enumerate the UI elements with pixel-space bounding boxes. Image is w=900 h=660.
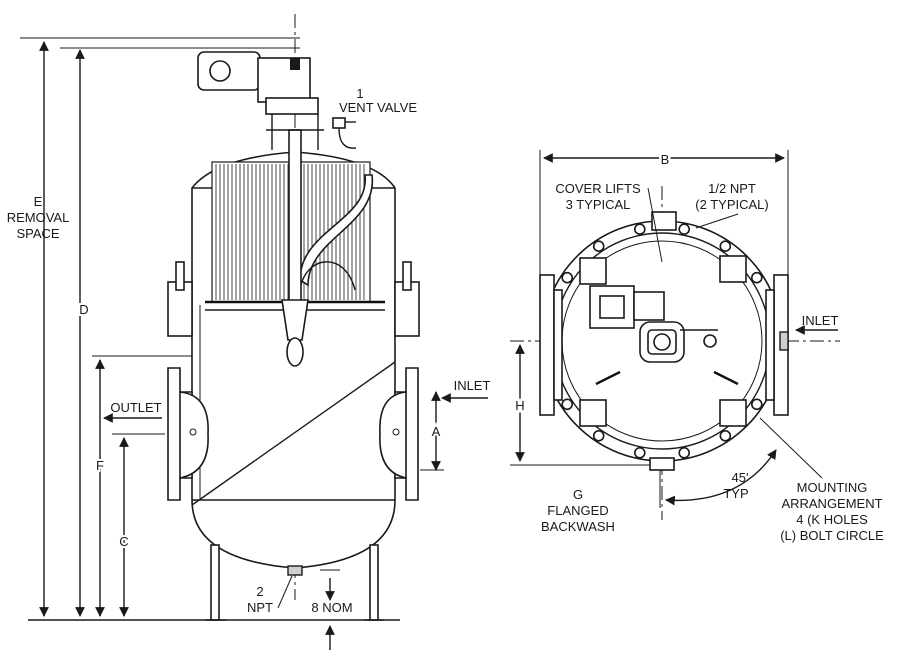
- dim-f-label: F: [96, 458, 104, 473]
- bolt-hole: [750, 271, 763, 284]
- bolt-hole: [678, 223, 691, 235]
- drain-npt-label: NPT: [247, 600, 273, 615]
- dim-e-label: E: [34, 194, 43, 209]
- vent-valve-number: 1: [356, 86, 363, 101]
- npt-label: 1/2 NPT: [708, 181, 756, 196]
- vent-valve: [332, 117, 346, 129]
- support-leg: [369, 544, 379, 621]
- dim-g-label: G: [573, 487, 583, 502]
- backwash-label: BACKWASH: [541, 519, 615, 534]
- bolt-hole: [719, 429, 732, 442]
- dim-a-label: A: [432, 424, 441, 439]
- bolt-hole: [678, 446, 691, 459]
- space-label: SPACE: [16, 226, 59, 241]
- cover-lifts-count: 3 TYPICAL: [566, 197, 631, 212]
- arrangement-label: ARRANGEMENT: [781, 496, 882, 511]
- bolt-hole: [592, 240, 605, 252]
- dim-d-label: D: [79, 302, 88, 317]
- bolt-hole: [719, 240, 732, 252]
- bolt-circle-label: (L) BOLT CIRCLE: [780, 528, 884, 543]
- nom-label: 8 NOM: [311, 600, 352, 615]
- angle-label: 45': [732, 470, 749, 485]
- bolt-hole: [561, 398, 574, 411]
- removal-label: REMOVAL: [7, 210, 70, 225]
- backwash-nozzle: [649, 457, 675, 471]
- mounting-label: MOUNTING: [797, 480, 868, 495]
- bolt-hole: [561, 271, 574, 284]
- bolt-hole: [750, 398, 763, 411]
- top-plan-view: B COVER LIFTS 3 TYPICAL 1/2 NPT (2 TYPIC…: [510, 150, 884, 543]
- drain-number: 2: [256, 584, 263, 599]
- dim-c-label: C: [119, 534, 128, 549]
- side-inlet-label: INLET: [454, 378, 491, 393]
- vent-valve-label: VENT VALVE: [339, 100, 417, 115]
- support-leg: [210, 544, 220, 621]
- bolt-hole: [633, 446, 646, 459]
- outlet-label: OUTLET: [110, 400, 161, 415]
- side-elevation-view: 1 VENT VALVE E REMOVAL SPACE D F C A OUT…: [7, 14, 491, 650]
- npt-count: (2 TYPICAL): [695, 197, 768, 212]
- dim-h-label: H: [515, 398, 524, 413]
- k-holes-label: 4 (K HOLES: [796, 512, 868, 527]
- drain-npt: [287, 565, 303, 576]
- cover-lifts-label: COVER LIFTS: [555, 181, 641, 196]
- bolt-hole: [633, 223, 646, 235]
- top-inlet-label: INLET: [802, 313, 839, 328]
- flanged-label: FLANGED: [547, 503, 608, 518]
- dim-b-label: B: [661, 152, 670, 167]
- angle-typ-label: TYP: [723, 486, 748, 501]
- bolt-hole: [592, 429, 605, 442]
